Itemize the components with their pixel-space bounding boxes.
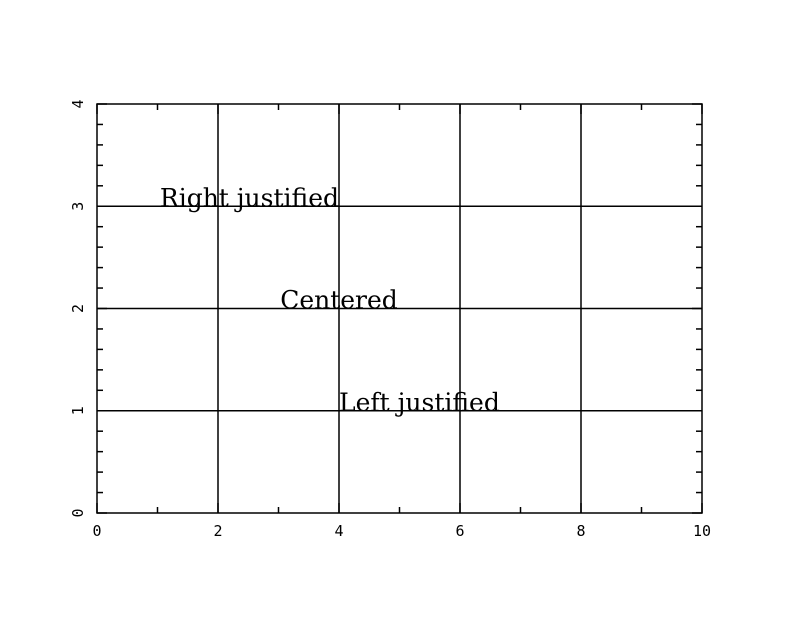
y-tick-label: 2 bbox=[69, 304, 87, 313]
x-tick-label: 10 bbox=[693, 522, 711, 540]
annotation-label: Right justified bbox=[160, 183, 339, 212]
x-tick-labels: 0 2 4 6 8 10 bbox=[92, 522, 711, 540]
plot-frame bbox=[96, 103, 703, 514]
x-tick-label: 0 bbox=[92, 522, 101, 540]
x-tick-label: 8 bbox=[576, 522, 585, 540]
x-tick-label: 6 bbox=[455, 522, 464, 540]
x-tick-label: 2 bbox=[213, 522, 222, 540]
y-tick-label: 1 bbox=[69, 406, 87, 415]
grid-lines bbox=[97, 104, 702, 513]
x-tick-label: 4 bbox=[334, 522, 343, 540]
annotation-label: Left justified bbox=[339, 388, 500, 417]
y-tick-label: 3 bbox=[69, 202, 87, 211]
annotation-label: Centered bbox=[280, 286, 398, 315]
y-tick-label: 4 bbox=[69, 99, 87, 108]
y-tick-labels: 0 1 2 3 4 bbox=[69, 99, 87, 517]
y-tick-label: 0 bbox=[69, 508, 87, 517]
